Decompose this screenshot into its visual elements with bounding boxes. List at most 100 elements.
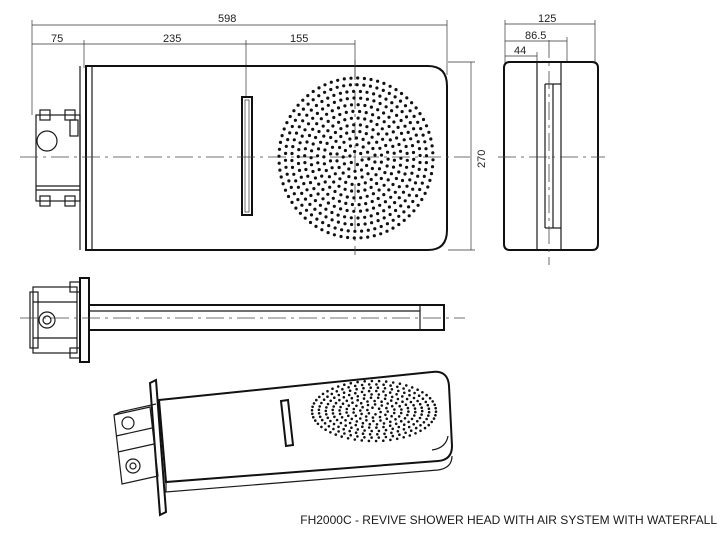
nozzle-dot <box>394 418 397 421</box>
nozzle-dot <box>355 387 358 391</box>
nozzle-dot <box>350 202 354 207</box>
nozzle-dot <box>351 129 355 134</box>
nozzle-dot <box>370 429 374 433</box>
nozzle-dot <box>314 135 318 140</box>
nozzle-dot <box>365 419 368 422</box>
nozzle-dot <box>319 117 323 121</box>
nozzle-dot <box>338 409 341 412</box>
nozzle-dot <box>362 83 366 87</box>
nozzle-dot <box>329 135 333 140</box>
nozzle-dot <box>396 125 400 129</box>
nozzle-dot <box>346 229 350 233</box>
nozzle-dot <box>430 144 434 148</box>
nozzle-dot <box>416 203 420 207</box>
nozzle-dot <box>344 180 348 184</box>
nozzle-dot <box>350 182 354 186</box>
nozzle-dot <box>411 199 415 204</box>
nozzle-dot <box>387 115 391 119</box>
nozzle-dot <box>375 389 378 393</box>
nozzle-dot <box>369 214 373 218</box>
nozzle-dot <box>323 90 327 94</box>
nozzle-dot <box>358 130 362 134</box>
nozzle-dot <box>326 395 329 399</box>
nozzle-dot <box>367 141 371 145</box>
nozzle-dot <box>331 408 335 412</box>
iso-nozzle-pattern <box>310 379 438 443</box>
nozzle-dot <box>311 169 315 174</box>
nozzle-dot <box>357 203 361 207</box>
nozzle-dot <box>352 411 355 414</box>
nozzle-dot <box>397 425 401 429</box>
nozzle-dot <box>355 162 359 167</box>
nozzle-dot <box>367 157 371 161</box>
nozzle-dot <box>374 173 378 177</box>
nozzle-dot <box>337 199 341 203</box>
nozzle-dot <box>363 222 367 226</box>
nozzle-dot <box>394 208 398 213</box>
nozzle-dot <box>297 112 301 117</box>
front-waterfall-slot <box>241 96 253 216</box>
nozzle-dot <box>337 184 341 188</box>
nozzle-dot <box>387 205 391 209</box>
nozzle-dot <box>383 432 386 436</box>
nozzle-dot <box>345 97 349 101</box>
nozzle-dot <box>325 413 328 416</box>
top-view <box>20 277 465 363</box>
nozzle-dot <box>373 160 377 164</box>
nozzle-dot <box>383 200 387 204</box>
nozzle-dot <box>388 212 392 217</box>
nozzle-dot <box>372 419 375 423</box>
nozzle-dot <box>421 133 425 137</box>
front-nozzle-pattern <box>277 76 435 240</box>
nozzle-dot <box>425 393 428 397</box>
nozzle-dot <box>342 391 346 395</box>
nozzle-dot <box>403 172 407 176</box>
nozzle-dot <box>360 439 364 442</box>
nozzle-dot <box>320 228 324 232</box>
nozzle-dot <box>364 415 368 418</box>
nozzle-dot <box>431 400 435 403</box>
nozzle-dot <box>278 140 283 144</box>
nozzle-dot <box>363 215 367 219</box>
nozzle-dot <box>360 158 364 162</box>
nozzle-dot <box>392 411 396 415</box>
nozzle-dot <box>343 432 346 435</box>
nozzle-dot <box>424 161 428 165</box>
nozzle-dot <box>373 227 377 231</box>
nozzle-dot <box>303 128 307 132</box>
nozzle-dot <box>386 157 390 161</box>
nozzle-dot <box>307 133 312 138</box>
nozzle-dot <box>331 412 335 415</box>
nozzle-dot <box>398 163 402 167</box>
nozzle-dot <box>293 118 297 122</box>
nozzle-dot <box>334 401 338 405</box>
nozzle-dot <box>296 198 300 202</box>
nozzle-dot <box>367 389 371 393</box>
nozzle-dot <box>382 183 386 187</box>
nozzle-dot <box>326 119 330 123</box>
nozzle-dot <box>281 182 285 186</box>
nozzle-dot <box>407 214 411 218</box>
nozzle-dot <box>366 150 370 154</box>
nozzle-dot <box>359 151 363 156</box>
nozzle-dot <box>367 439 371 443</box>
nozzle-dot <box>318 405 322 408</box>
nozzle-dot <box>431 151 435 155</box>
nozzle-dot <box>294 179 298 183</box>
nozzle-dot <box>345 131 349 135</box>
nozzle-dot <box>305 140 309 144</box>
nozzle-dot <box>387 188 391 192</box>
nozzle-dot <box>424 168 428 172</box>
nozzle-dot <box>368 84 372 88</box>
nozzle-dot <box>412 209 416 213</box>
nozzle-dot <box>354 391 357 395</box>
nozzle-dot <box>422 174 426 178</box>
nozzle-dot <box>297 168 302 172</box>
nozzle-dot <box>384 105 388 109</box>
nozzle-dot <box>407 425 411 429</box>
nozzle-dot <box>290 200 294 204</box>
nozzle-dot <box>330 166 334 170</box>
nozzle-dot <box>306 94 310 98</box>
nozzle-dot <box>343 118 347 122</box>
nozzle-dot <box>340 228 344 232</box>
